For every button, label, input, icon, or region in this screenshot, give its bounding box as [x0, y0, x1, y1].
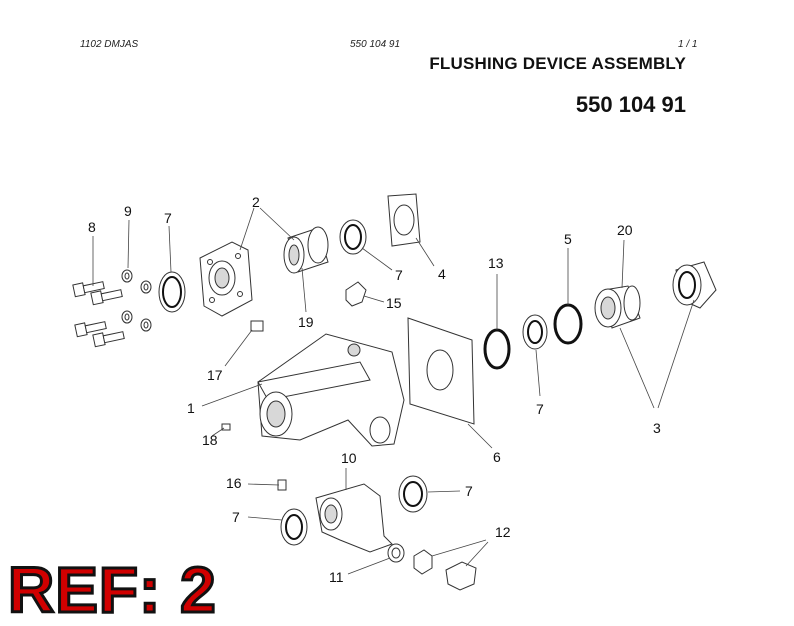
fitting-12[interactable] [413, 549, 477, 591]
callout-7-bottom-right: 7 [465, 483, 473, 499]
callout-3: 3 [653, 420, 661, 436]
seal-ring-left[interactable] [158, 271, 186, 313]
callout-5: 5 [564, 231, 572, 247]
elbow-fitting[interactable] [345, 281, 367, 307]
seal-ring-top[interactable] [339, 219, 367, 255]
callout-7-bottom-left: 7 [232, 509, 240, 525]
doc-code: 1102 DMJAS [80, 39, 139, 50]
grub-screw[interactable] [221, 423, 231, 431]
callout-8: 8 [88, 219, 96, 235]
doc-part-code: 550 104 91 [350, 39, 401, 50]
callout-4: 4 [438, 266, 446, 282]
callout-7-left: 7 [164, 210, 172, 226]
callout-20: 20 [617, 222, 633, 238]
flange[interactable] [199, 241, 253, 317]
callout-17: 17 [207, 367, 223, 383]
gasket-plate[interactable] [407, 317, 475, 425]
bushing[interactable] [283, 226, 329, 274]
callout-9: 9 [124, 203, 132, 219]
callout-15: 15 [386, 295, 402, 311]
callout-16: 16 [226, 475, 242, 491]
callout-10: 10 [341, 450, 357, 466]
callout-13: 13 [488, 255, 504, 271]
bolts[interactable] [72, 279, 125, 348]
seal-ring-bottom-right[interactable] [398, 475, 428, 513]
callout-1: 1 [187, 400, 195, 416]
page-indicator: 1 / 1 [678, 39, 698, 50]
callout-2: 2 [252, 194, 260, 210]
main-housing[interactable] [257, 333, 405, 447]
ref-label: REF: 2 [7, 554, 218, 626]
o-ring-13[interactable] [483, 328, 511, 370]
seal-ring-right[interactable] [522, 314, 548, 350]
part-number: 550 104 91 [575, 92, 686, 117]
small-screw[interactable] [277, 479, 287, 491]
bushing-20[interactable] [594, 285, 641, 329]
leader-lines [92, 207, 695, 575]
callout-6: 6 [493, 449, 501, 465]
callout-11: 11 [329, 569, 344, 585]
seal-ring-bottom-left[interactable] [280, 508, 308, 546]
callout-labels: 1 2 3 4 5 6 7 7 7 7 7 8 9 10 11 12 13 15… [88, 194, 661, 585]
page-title: FLUSHING DEVICE ASSEMBLY [429, 54, 686, 73]
callout-12: 12 [495, 524, 511, 540]
callout-7-top: 7 [395, 267, 403, 283]
bottom-housing[interactable] [315, 483, 393, 553]
o-ring-5[interactable] [553, 303, 583, 345]
plug[interactable] [250, 320, 264, 332]
housing-cap[interactable] [672, 261, 717, 309]
callout-19: 19 [298, 314, 314, 330]
gasket-top[interactable] [387, 193, 421, 247]
callout-18: 18 [202, 432, 218, 448]
washer-11[interactable] [387, 543, 405, 563]
callout-7-right: 7 [536, 401, 544, 417]
washers[interactable] [121, 269, 152, 332]
